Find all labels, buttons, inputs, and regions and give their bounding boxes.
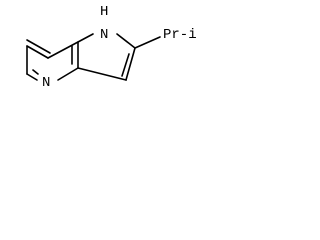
pyridine-ring: [26, 39, 79, 81]
bond-c7-c6: [26, 45, 49, 59]
structure-canvas: H N N Pr-i: [0, 0, 241, 139]
pyrrole-nitrogen-label: N: [100, 27, 108, 43]
bond-c7a-c7: [47, 41, 79, 59]
pyrrole-ring: [77, 33, 136, 81]
bond-c2-c3-inner: [121, 53, 130, 77]
isopropyl-label: Pr-i: [163, 27, 197, 43]
bond-n1-c2: [116, 33, 136, 49]
bond-c5-n4: [26, 73, 38, 81]
bond-c7-c6-inner: [26, 39, 51, 54]
pyridine-nitrogen-label: N: [42, 75, 50, 91]
bond-c2-c3: [125, 47, 136, 81]
bond-n4-c3a: [57, 67, 79, 81]
molecule-structure: H N N Pr-i: [26, 4, 197, 91]
bond-c5-n4-inner: [32, 69, 39, 75]
hydrogen-label: H: [100, 4, 108, 20]
bond-c7a-n1: [77, 33, 94, 43]
bond-c3-c3a: [77, 67, 127, 81]
bond-c2-substituent: [134, 36, 161, 49]
